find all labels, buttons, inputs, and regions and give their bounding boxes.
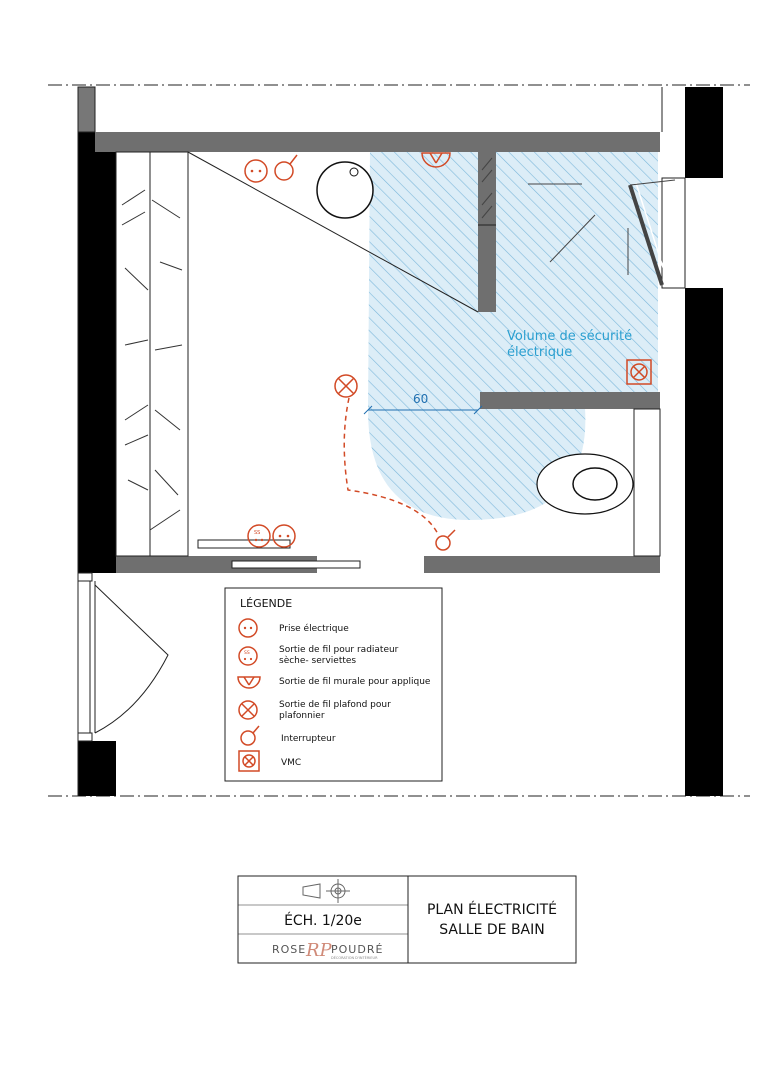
ceiling-light-outlet-icon: [334, 374, 358, 398]
sliding-door: [231, 560, 361, 569]
dimension-tick-right: [473, 405, 483, 415]
legend-item-ceiling-light-2: plafonnier: [279, 711, 325, 721]
legend-wall-light-outlet-icon: [237, 676, 261, 689]
door-frame-bottom: [77, 732, 93, 742]
basin: [316, 161, 374, 219]
title-line-2: SALLE DE BAIN: [439, 922, 544, 938]
wall-light-outlet-icon: [421, 152, 451, 168]
wc-seat: [572, 467, 618, 501]
window-sash: [628, 184, 664, 286]
title-block: ÉCH. 1/20e ROSE RP POUDRÉ DÉCORATION D'I…: [237, 875, 577, 964]
door-swing-arc: [94, 584, 169, 734]
title-line-1: PLAN ÉLECTRICITÉ: [427, 901, 557, 918]
legend-switch-icon: [240, 725, 260, 746]
svg-text:SS: SS: [244, 650, 250, 656]
switch-icon: [274, 154, 298, 181]
wall-top: [95, 132, 660, 152]
wall-right-upper: [685, 87, 723, 178]
legend-title: LÉGENDE: [240, 597, 292, 610]
vmc-icon: [626, 359, 652, 385]
wardrobe-hangers: [121, 189, 183, 531]
safety-zone-label-line2: électrique: [507, 345, 572, 360]
wall-left-lower: [78, 741, 116, 796]
wc-alcove: [633, 408, 661, 557]
wardrobe-outline: [115, 151, 189, 557]
projection-symbol-icon: [302, 879, 350, 903]
svg-text:POUDRÉ: POUDRÉ: [331, 943, 383, 956]
wall-left-upper: [78, 132, 116, 573]
svg-text:SS: SS: [254, 530, 260, 536]
legend-item-towel-radiator-2: sèche- serviettes: [279, 655, 356, 666]
shower-divider: [478, 152, 496, 312]
window-frame: [661, 177, 686, 289]
socket-icon-radiator: [272, 524, 296, 548]
door-frame-top: [77, 572, 93, 582]
towel-radiator-outlet-icon: SS: [247, 524, 271, 548]
svg-text:ROSE: ROSE: [272, 943, 306, 956]
svg-text:RP: RP: [305, 940, 333, 961]
socket-icon: [244, 159, 268, 183]
wall-bottom-right: [424, 556, 660, 573]
wc-partition: [480, 392, 660, 409]
dimension-tick-left: [363, 405, 373, 415]
legend-item-socket: Prise électrique: [279, 623, 349, 634]
glass-panel-marks: [481, 157, 493, 219]
scale-label: ÉCH. 1/20e: [284, 912, 362, 929]
brand-logo: ROSE RP POUDRÉ DÉCORATION D'INTÉRIEUR: [272, 940, 383, 961]
dimension-label: 60: [413, 392, 428, 406]
wall-bottom-left: [116, 556, 317, 573]
svg-text:DÉCORATION D'INTÉRIEUR: DÉCORATION D'INTÉRIEUR: [331, 955, 378, 960]
electrical-safety-zone: [368, 152, 658, 520]
towel-radiator: [197, 539, 291, 549]
legend-vmc-icon: [238, 750, 260, 772]
shower-fixture-2: [549, 214, 596, 263]
wall-left-small-top: [77, 86, 96, 133]
legend: LÉGENDE Prise électrique SS Sortie de fi…: [224, 587, 443, 782]
wall-right-lower: [685, 288, 723, 796]
legend-socket-icon: [238, 618, 258, 638]
legend-item-ceiling-light-1: Sortie de fil plafond pour: [279, 700, 391, 710]
tub-diagonal: [187, 151, 479, 313]
legend-item-towel-radiator-1: Sortie de fil pour radiateur: [279, 645, 399, 655]
basin-drain: [349, 167, 359, 177]
legend-item-vmc: VMC: [281, 758, 301, 768]
safety-zone-label-line1: Volume de sécurité: [507, 329, 632, 344]
legend-towel-radiator-outlet-icon: SS: [238, 646, 258, 666]
switch-wire: [343, 397, 439, 535]
window-swing: [629, 179, 676, 186]
switch-icon-entrance: [435, 529, 456, 551]
legend-item-switch: Interrupteur: [281, 734, 336, 744]
legend-ceiling-light-outlet-icon: [238, 700, 258, 720]
legend-item-wall-light: Sortie de fil murale pour applique: [279, 677, 431, 687]
window-sash-inner: [635, 182, 669, 284]
